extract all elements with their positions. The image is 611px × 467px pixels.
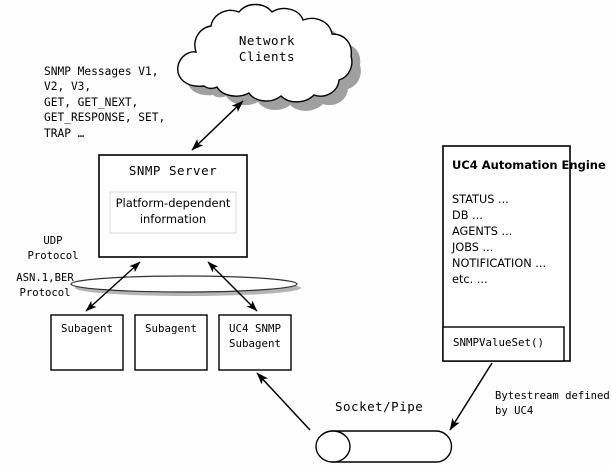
snmp-server-inner-box — [109, 191, 237, 234]
asn-ber-protocol-label: ASN.1,BER Protocol — [16, 272, 74, 299]
arrow-socket-to-uc4-subagent — [256, 372, 311, 431]
udp-protocol-label: UDP Protocol — [27, 235, 79, 262]
snmpvalueset-label: SNMPValueSet() — [453, 336, 545, 349]
snmp-server-title: SNMP Server — [128, 163, 218, 178]
subagent-1-label: Subagent — [60, 322, 113, 335]
snmp-messages-label: SNMP Messages V1, V2, V3, GET, GET_NEXT,… — [44, 65, 166, 140]
bytestream-defined-by-uc4-label: Bytestream defined by UC4 — [495, 390, 610, 417]
platform-dependent-information-label: Platform-dependent information — [115, 196, 231, 226]
uc4-engine-items-label: STATUS ... DB ... AGENTS ... JOBS ... NO… — [452, 193, 547, 287]
arrow-snmpserver-subagent1 — [85, 261, 141, 312]
network-clients-label: Network Clients — [238, 33, 296, 64]
arrow-cloud-snmpserver — [191, 100, 244, 151]
uc4-automation-engine-title: UC4 Automation Engine — [452, 158, 606, 172]
arrow-uc4-to-socket — [449, 362, 493, 431]
snmpvalueset-box — [442, 326, 565, 362]
subagent-2-label: Subagent — [144, 322, 197, 335]
subagent-box-1 — [50, 314, 124, 371]
protocol-bus-ellipse — [70, 275, 298, 293]
subagent-box-2 — [134, 314, 208, 371]
subagent-3-uc4-snmp-label: UC4 SNMP Subagent — [228, 322, 281, 350]
socket-pipe-cylinder — [315, 430, 453, 463]
subagent-box-3-uc4-snmp — [218, 314, 292, 371]
socket-pipe-label: Socket/Pipe — [335, 399, 424, 414]
arrow-snmpserver-subagent3 — [207, 261, 258, 312]
